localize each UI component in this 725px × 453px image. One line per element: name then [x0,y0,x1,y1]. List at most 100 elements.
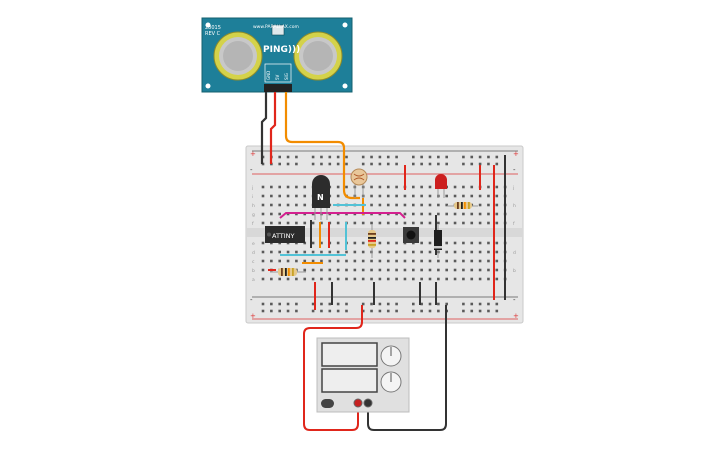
breadboard-hole[interactable] [445,155,448,159]
breadboard-hole[interactable] [261,268,265,272]
resistor-vertical[interactable] [368,224,376,258]
breadboard-hole[interactable] [278,194,281,198]
breadboard-hole[interactable] [428,309,432,313]
breadboard-hole[interactable] [420,185,423,189]
breadboard-hole[interactable] [336,221,340,225]
breadboard-hole[interactable] [495,302,499,306]
breadboard-hole[interactable] [270,221,273,225]
breadboard-hole[interactable] [336,250,340,254]
breadboard-hole[interactable] [412,250,415,254]
breadboard-hole[interactable] [437,212,440,216]
breadboard-hole[interactable] [412,277,415,281]
breadboard-hole[interactable] [478,194,482,198]
breadboard-hole[interactable] [428,241,432,245]
breadboard-hole[interactable] [453,277,457,281]
breadboard-hole[interactable] [428,162,432,166]
breadboard-hole[interactable] [295,302,298,306]
breadboard-hole[interactable] [445,268,448,272]
breadboard-hole[interactable] [345,277,348,281]
breadboard-hole[interactable] [403,250,407,254]
breadboard-hole[interactable] [420,259,423,263]
wire-sensor-gnd[interactable] [260,92,268,164]
breadboard-hole[interactable] [320,162,323,166]
breadboard-hole[interactable] [361,241,365,245]
breadboard-hole[interactable] [345,162,348,166]
breadboard-hole[interactable] [286,155,290,159]
breadboard-hole[interactable] [295,250,298,254]
negative-terminal[interactable] [363,398,373,408]
breadboard-hole[interactable] [462,194,465,198]
breadboard-hole[interactable] [303,277,307,281]
breadboard-hole[interactable] [487,302,490,306]
breadboard-hole[interactable] [403,221,407,225]
breadboard-hole[interactable] [487,162,490,166]
breadboard-hole[interactable] [462,241,465,245]
breadboard-hole[interactable] [320,250,323,254]
breadboard-hole[interactable] [495,162,499,166]
breadboard-hole[interactable] [361,250,365,254]
breadboard-hole[interactable] [353,221,357,225]
breadboard-hole[interactable] [412,212,415,216]
breadboard-hole[interactable] [428,203,432,207]
breadboard-hole[interactable] [278,162,281,166]
breadboard-hole[interactable] [361,155,365,159]
breadboard-hole[interactable] [345,250,348,254]
current-knob[interactable] [380,371,402,393]
breadboard-hole[interactable] [487,309,490,313]
breadboard-hole[interactable] [311,250,315,254]
breadboard-hole[interactable] [428,302,432,306]
breadboard-hole[interactable] [320,268,323,272]
breadboard-hole[interactable] [311,241,315,245]
breadboard-hole[interactable] [361,221,365,225]
breadboard-hole[interactable] [470,212,474,216]
breadboard-hole[interactable] [386,203,390,207]
breadboard-hole[interactable] [361,268,365,272]
breadboard-hole[interactable] [403,194,407,198]
breadboard-hole[interactable] [295,309,298,313]
breadboard-hole[interactable] [470,221,474,225]
breadboard-hole[interactable] [495,259,499,263]
breadboard-hole[interactable] [445,212,448,216]
breadboard-hole[interactable] [328,268,332,272]
breadboard-hole[interactable] [437,221,440,225]
breadboard-hole[interactable] [412,203,415,207]
breadboard-hole[interactable] [478,302,482,306]
breadboard-hole[interactable] [395,185,398,189]
breadboard-hole[interactable] [378,221,382,225]
breadboard-hole[interactable] [353,259,357,263]
breadboard-hole[interactable] [437,203,440,207]
breadboard-hole[interactable] [395,241,398,245]
breadboard-hole[interactable] [328,155,332,159]
breadboard-hole[interactable] [345,268,348,272]
breadboard-hole[interactable] [478,250,482,254]
breadboard-hole[interactable] [428,194,432,198]
breadboard-hole[interactable] [395,268,398,272]
attiny-chip[interactable]: ATTINY [265,226,305,243]
breadboard-hole[interactable] [345,309,348,313]
breadboard-hole[interactable] [261,185,265,189]
breadboard-hole[interactable] [487,268,490,272]
breadboard-hole[interactable] [286,302,290,306]
breadboard-hole[interactable] [445,162,448,166]
wire-psu-positive[interactable] [303,305,363,431]
breadboard-hole[interactable] [295,277,298,281]
breadboard-hole[interactable] [445,203,448,207]
breadboard-hole[interactable] [395,203,398,207]
breadboard-hole[interactable] [311,221,315,225]
breadboard-hole[interactable] [270,250,273,254]
breadboard-hole[interactable] [370,185,373,189]
breadboard-hole[interactable] [478,309,482,313]
breadboard-hole[interactable] [370,155,373,159]
wire-sensor-5v[interactable] [269,92,277,164]
breadboard-hole[interactable] [378,277,382,281]
breadboard-hole[interactable] [445,194,448,198]
breadboard-hole[interactable] [470,309,474,313]
breadboard-hole[interactable] [395,250,398,254]
breadboard-hole[interactable] [328,162,332,166]
breadboard-hole[interactable] [478,259,482,263]
breadboard-hole[interactable] [295,221,298,225]
breadboard-hole[interactable] [495,277,499,281]
breadboard-hole[interactable] [378,194,382,198]
breadboard-hole[interactable] [395,259,398,263]
breadboard-hole[interactable] [412,221,415,225]
